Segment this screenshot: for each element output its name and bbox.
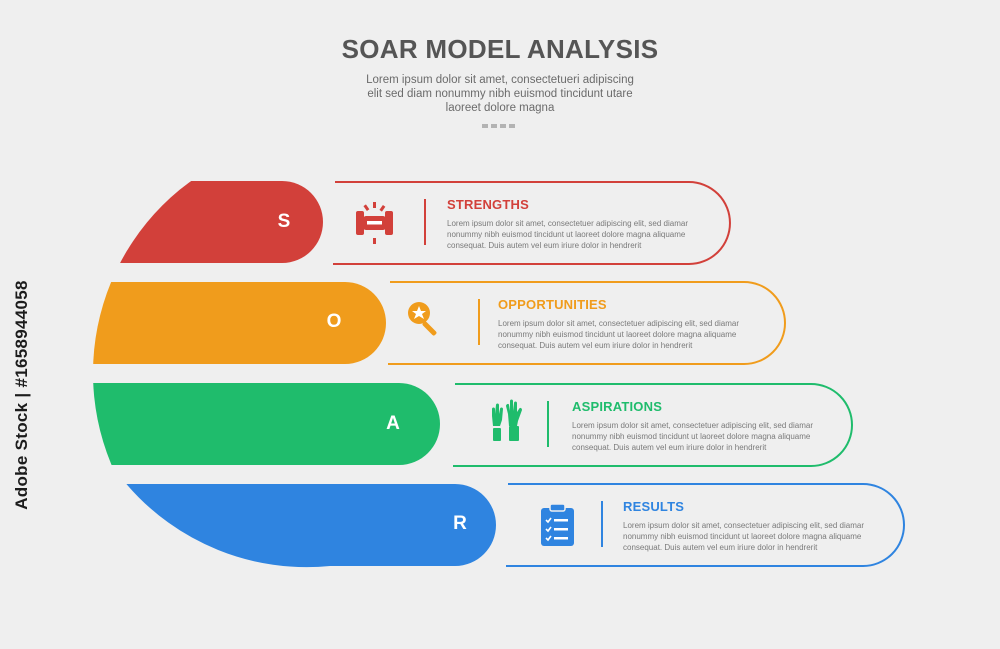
opportunities-letter: O [326, 311, 342, 332]
title-divider-dots [482, 124, 515, 128]
aspirations-heading: ASPIRATIONS [572, 399, 663, 414]
results-segment [126, 484, 497, 568]
opportunities-description: Lorem ipsum dolor sit amet, consectetuer… [498, 318, 798, 351]
magnifier-star-icon [408, 302, 437, 336]
dumbbell-icon [356, 202, 393, 244]
results-divider [601, 501, 603, 547]
stock-id-watermark: Adobe Stock | #1658944058 [12, 280, 31, 510]
aspirations-outline [453, 383, 853, 467]
opportunities-segment [93, 282, 386, 364]
page-title: SOAR MODEL ANALYSIS [341, 34, 659, 64]
strengths-description: Lorem ipsum dolor sit amet, consectetuer… [447, 218, 747, 251]
description-line: nonummy nibh euismod tincidunt ut laoree… [498, 330, 737, 339]
description-line: Lorem ipsum dolor sit amet, consectetuer… [572, 421, 813, 430]
subtitle-line: Lorem ipsum dolor sit amet, consectetuer… [366, 74, 634, 86]
strengths-letter: S [277, 211, 291, 232]
description-line: consequat. Duis autem vel eum iriure dol… [623, 543, 818, 552]
description-line: nonummy nibh euismod tincidunt ut laoree… [447, 230, 686, 239]
strengths-heading: STRENGTHS [447, 197, 529, 212]
opportunities-outline [388, 281, 786, 365]
clipboard-checklist-icon [541, 503, 574, 546]
description-line: Lorem ipsum dolor sit amet, consectetuer… [447, 219, 688, 228]
strengths-outline [333, 181, 731, 265]
description-line: Lorem ipsum dolor sit amet, consectetuer… [623, 521, 864, 530]
aspirations-divider [547, 401, 549, 447]
raised-hands-icon [492, 399, 522, 441]
description-line: consequat. Duis autem vel eum iriure dol… [498, 341, 693, 350]
subtitle-line: elit sed diam nonummy nibh euismod tinci… [367, 88, 633, 100]
results-letter: R [453, 513, 467, 534]
description-line: consequat. Duis autem vel eum iriure dol… [572, 443, 767, 452]
subtitle-line: laoreet dolore magna [445, 102, 555, 114]
aspirations-letter: A [386, 413, 400, 434]
strengths-divider [424, 199, 426, 245]
page-subtitle: Lorem ipsum dolor sit amet, consectetuer… [330, 73, 670, 115]
opportunities-divider [478, 299, 480, 345]
description-line: Lorem ipsum dolor sit amet, consectetuer… [498, 319, 739, 328]
results-outline [506, 483, 905, 567]
description-line: nonummy nibh euismod tincidunt ut laoree… [623, 532, 862, 541]
aspirations-segment [93, 383, 440, 465]
description-line: consequat. Duis autem vel eum iriure dol… [447, 241, 642, 250]
results-heading: RESULTS [623, 499, 685, 514]
description-line: nonummy nibh euismod tincidunt ut laoree… [572, 432, 811, 441]
opportunities-heading: OPPORTUNITIES [498, 297, 607, 312]
results-description: Lorem ipsum dolor sit amet, consectetuer… [623, 520, 923, 553]
aspirations-description: Lorem ipsum dolor sit amet, consectetuer… [572, 420, 872, 453]
